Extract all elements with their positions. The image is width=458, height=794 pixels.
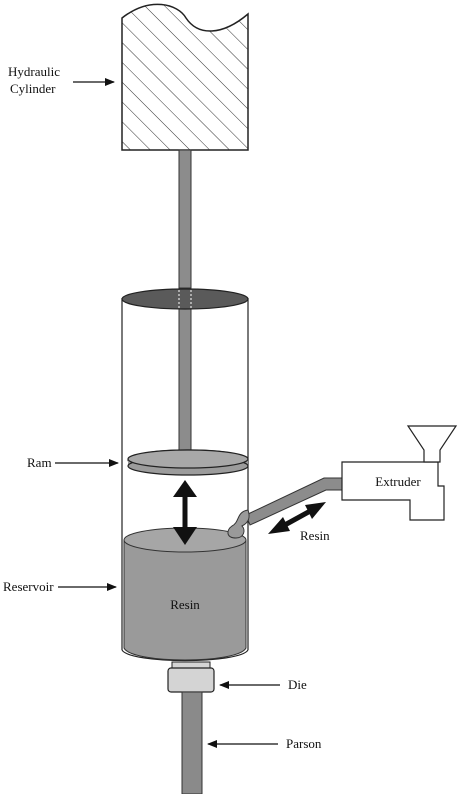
- resin-inflow: [227, 509, 250, 539]
- parson-label: Parson: [286, 736, 322, 751]
- extruder: Extruder: [341, 425, 458, 521]
- die: [167, 661, 215, 693]
- parison: [181, 691, 203, 794]
- extruder-hopper: [406, 425, 458, 463]
- piston-rod-lower: [178, 305, 192, 453]
- reservoir-label: Reservoir: [3, 579, 54, 594]
- top-cap-plate: [121, 288, 249, 310]
- ram-motion-arrow: [173, 480, 197, 545]
- piston-rod-upper: [178, 149, 192, 289]
- hydraulic-cylinder: [121, 3, 249, 151]
- hydraulic-cylinder-label-line1: Hydraulic: [8, 64, 60, 79]
- die-label: Die: [288, 677, 307, 692]
- ram-plate: [127, 449, 249, 476]
- resin-flow-label: Resin: [300, 528, 330, 543]
- extruder-body: [341, 461, 445, 521]
- hydraulic-cylinder-body: [121, 3, 249, 151]
- resin-body: [123, 539, 247, 661]
- resin-label: Resin: [170, 597, 200, 612]
- ram-label: Ram: [27, 455, 52, 470]
- hydraulic-cylinder-label-line2: Cylinder: [10, 81, 56, 96]
- resin-reservoir: Resin: [123, 527, 247, 661]
- resin-flow-arrow: [268, 502, 326, 534]
- extruder-label: Extruder: [375, 474, 421, 489]
